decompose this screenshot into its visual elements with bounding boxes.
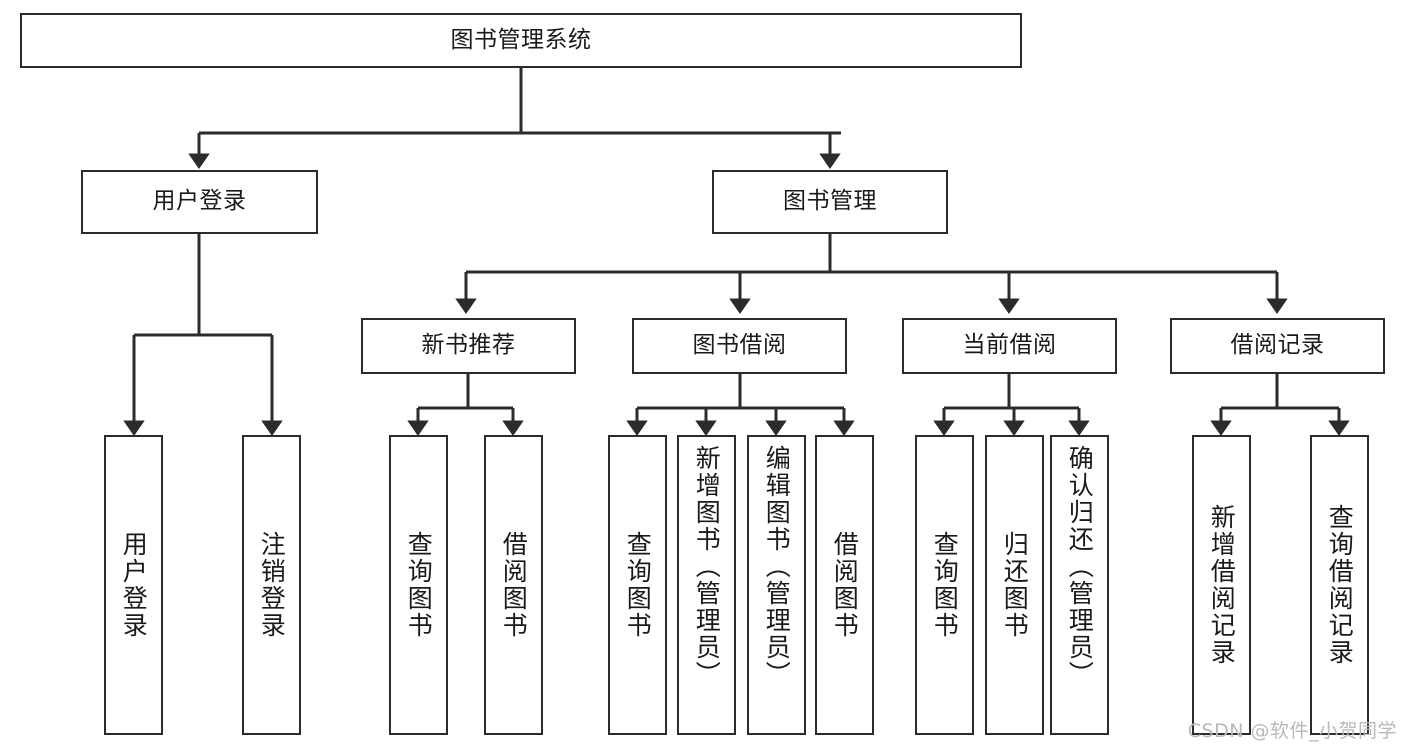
node-leaf-user-login[interactable]: 用户登录 (104, 435, 163, 735)
node-leaf-return-book[interactable]: 归还图书 (985, 435, 1044, 735)
node-label: 图书借阅 (692, 332, 787, 359)
node-label: 用户登录 (119, 531, 149, 639)
node-leaf-query-book-1[interactable]: 查询图书 (389, 435, 448, 735)
node-leaf-query-book-3[interactable]: 查询图书 (915, 435, 974, 735)
watermark-text: CSDN @软件_小贺同学 (1187, 720, 1397, 742)
node-label: 查询图书 (404, 531, 434, 639)
node-label: 查询图书 (623, 531, 653, 639)
node-book-borrow[interactable]: 图书借阅 (632, 318, 847, 374)
node-leaf-borrow-book-2[interactable]: 借阅图书 (815, 435, 874, 735)
node-label: 编辑图书（管理员） (762, 445, 792, 688)
node-current-borrow[interactable]: 当前借阅 (902, 318, 1117, 374)
node-leaf-query-book-2[interactable]: 查询图书 (608, 435, 667, 735)
node-label: 借阅图书 (830, 531, 860, 639)
node-label: 借阅记录 (1230, 332, 1325, 359)
node-label: 注销登录 (257, 531, 287, 639)
node-label: 新增借阅记录 (1207, 504, 1237, 666)
node-leaf-edit-book[interactable]: 编辑图书（管理员） (747, 435, 806, 735)
node-user-login[interactable]: 用户登录 (81, 170, 318, 234)
node-label: 新书推荐 (421, 332, 516, 359)
node-label: 确认归还（管理员） (1065, 445, 1095, 688)
node-root-system[interactable]: 图书管理系统 (20, 13, 1022, 68)
node-label: 图书管理 (783, 188, 877, 215)
node-label: 查询图书 (930, 531, 960, 639)
node-label: 当前借阅 (962, 332, 1057, 359)
node-leaf-add-book[interactable]: 新增图书（管理员） (677, 435, 736, 735)
node-label: 查询借阅记录 (1325, 504, 1355, 666)
node-book-manage[interactable]: 图书管理 (712, 170, 948, 234)
node-label: 归还图书 (1000, 531, 1030, 639)
node-leaf-logout-login[interactable]: 注销登录 (242, 435, 301, 735)
node-label: 用户登录 (152, 188, 247, 215)
node-label: 新增图书（管理员） (692, 445, 722, 688)
node-leaf-borrow-book-1[interactable]: 借阅图书 (484, 435, 543, 735)
node-new-book-rec[interactable]: 新书推荐 (361, 318, 576, 374)
node-label: 图书管理系统 (450, 26, 592, 53)
node-label: 借阅图书 (499, 531, 529, 639)
node-borrow-record[interactable]: 借阅记录 (1170, 318, 1385, 374)
node-leaf-add-record[interactable]: 新增借阅记录 (1192, 435, 1251, 735)
node-leaf-query-record[interactable]: 查询借阅记录 (1310, 435, 1369, 735)
node-leaf-confirm-return[interactable]: 确认归还（管理员） (1050, 435, 1109, 735)
